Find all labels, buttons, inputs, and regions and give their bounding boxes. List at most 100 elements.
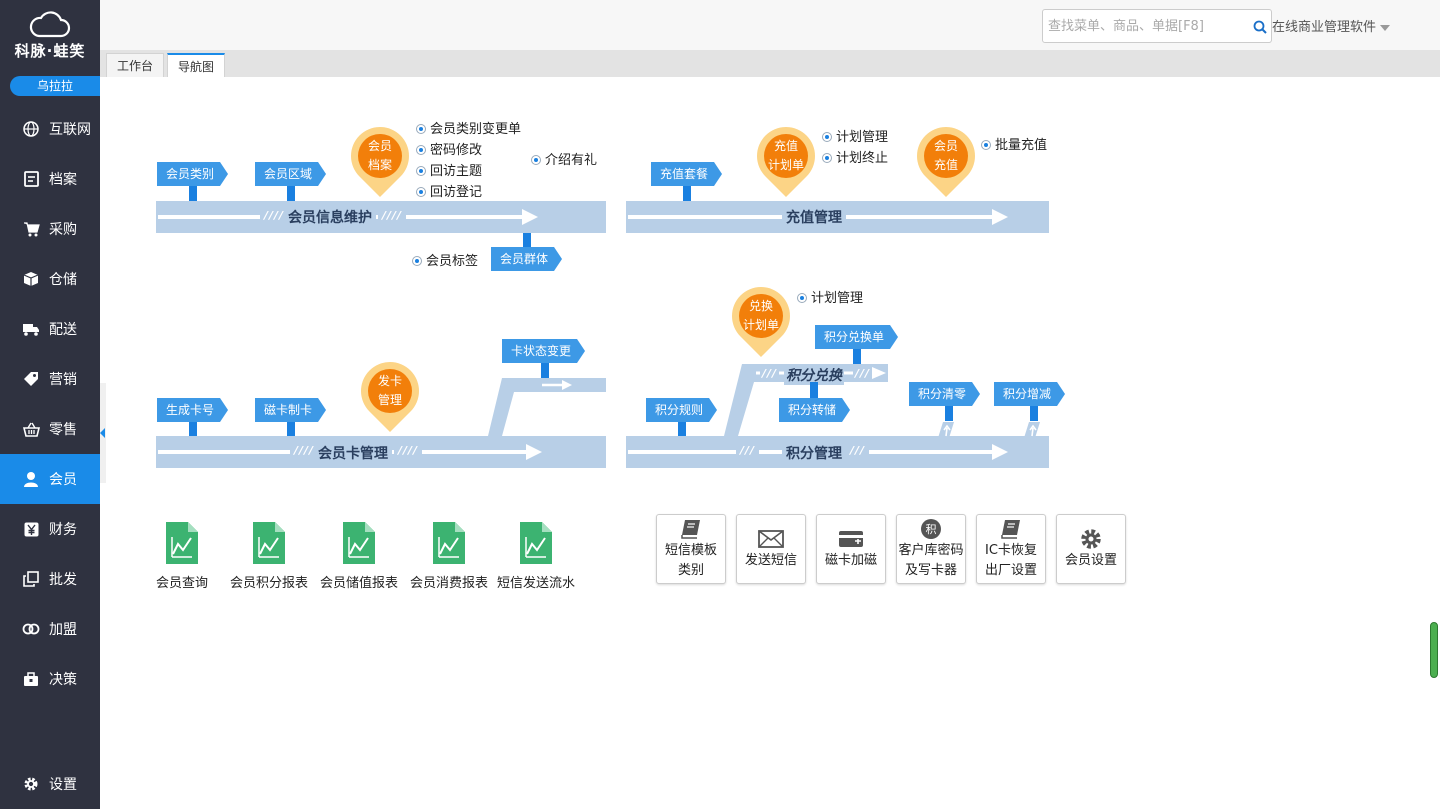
spreadsheet-chart-icon: [433, 522, 465, 564]
flow-arrowhead-icon: [526, 444, 542, 460]
points-icon: 积: [920, 517, 942, 541]
report-member-query[interactable]: 会员查询: [137, 522, 227, 591]
report-sms-log[interactable]: 短信发送流水: [491, 522, 581, 591]
gear-icon: [22, 775, 40, 793]
option-exchange-plan-management[interactable]: 计划管理: [797, 287, 863, 306]
option-referral-gift[interactable]: 介绍有礼: [531, 149, 597, 168]
flow-title-recharge: 充值管理: [782, 207, 846, 227]
flow-dashes: ////: [394, 444, 423, 457]
search-icon[interactable]: [1253, 20, 1267, 34]
option-batch-recharge[interactable]: 批量充值: [981, 134, 1047, 153]
sidebar-item-label: 互联网: [49, 122, 91, 138]
box-icon: [22, 270, 40, 288]
pin-exchange-plan[interactable]: 兑换 计划单: [719, 274, 803, 358]
flow-title-points: 积分管理: [782, 443, 846, 463]
brand-menu[interactable]: 在线商业管理软件: [1272, 16, 1391, 35]
tab-workbench[interactable]: 工作台: [106, 53, 165, 77]
sidebar-collapse-handle[interactable]: [100, 383, 106, 483]
report-label: 会员积分报表: [229, 576, 308, 591]
sidebar-item-label: 批发: [49, 572, 77, 588]
report-member-consumption[interactable]: 会员消费报表: [404, 522, 494, 591]
pin-label: 会员 充值: [924, 134, 968, 178]
tag-points-rules[interactable]: 积分规则: [646, 398, 717, 422]
tag-recharge-package[interactable]: 充值套餐: [651, 162, 722, 186]
option-member-tags[interactable]: 会员标签: [412, 250, 478, 269]
radio-dot-icon: [416, 124, 426, 134]
option-plan-termination[interactable]: 计划终止: [822, 147, 888, 166]
sidebar-item-settings[interactable]: 设置: [0, 759, 100, 809]
search-box: [1042, 9, 1272, 43]
vertical-scrollbar[interactable]: [1430, 622, 1438, 678]
sidebar-item-marketing[interactable]: 营销: [0, 354, 100, 404]
tile-ic-card-factory-reset[interactable]: IC卡恢复 出厂设置: [976, 514, 1046, 584]
flow-connector: [189, 421, 197, 436]
option-password-change[interactable]: 密码修改: [416, 139, 482, 158]
option-member-category-change[interactable]: 会员类别变更单: [416, 118, 521, 137]
pin-card-issue[interactable]: 发卡 管理: [348, 349, 432, 433]
sidebar-item-label: 加盟: [49, 622, 77, 638]
option-visit-record[interactable]: 回访登记: [416, 181, 482, 200]
option-plan-management[interactable]: 计划管理: [822, 126, 888, 145]
pin-label: 兑换 计划单: [739, 294, 783, 338]
tile-member-settings[interactable]: 会员设置: [1056, 514, 1126, 584]
report-member-stored-value[interactable]: 会员储值报表: [314, 522, 404, 591]
sidebar-item-delivery[interactable]: 配送: [0, 304, 100, 354]
spreadsheet-chart-icon: [343, 522, 375, 564]
tile-sms-template-category[interactable]: 短信模板 类别: [656, 514, 726, 584]
tag-points-transfer[interactable]: 积分转储: [779, 398, 850, 422]
tab-navigation-map[interactable]: 导航图: [167, 53, 226, 77]
tag-points-adjust[interactable]: 积分增减: [994, 382, 1065, 406]
sidebar-item-label: 仓储: [49, 272, 77, 288]
pin-recharge-plan[interactable]: 充值 计划单: [744, 114, 828, 198]
tag-points-exchange-order[interactable]: 积分兑换单: [815, 325, 898, 349]
flow-dashes: ///: [736, 444, 760, 457]
top-bar: 在线商业管理软件: [100, 0, 1440, 50]
flow-dashes: ///: [760, 367, 780, 380]
sidebar-item-retail[interactable]: 零售: [0, 404, 100, 454]
sidebar-item-finance[interactable]: 财务: [0, 504, 100, 554]
sidebar-item-internet[interactable]: 互联网: [0, 104, 100, 154]
basket-icon: [22, 420, 40, 438]
tile-magnetic-card-encode[interactable]: 磁卡加磁: [816, 514, 886, 584]
tile-customer-db-password[interactable]: 积 客户库密码 及写卡器: [896, 514, 966, 584]
gear-icon: [1079, 527, 1103, 551]
tile-send-sms[interactable]: 发送短信: [736, 514, 806, 584]
flow-arrowhead-icon: [992, 444, 1008, 460]
flow-arrowhead-icon: [522, 209, 538, 225]
app-logo[interactable]: 科脉·蛙笑: [0, 10, 100, 61]
radio-dot-icon: [416, 166, 426, 176]
pin-label: 充值 计划单: [764, 134, 808, 178]
tile-label: IC卡恢复 出厂设置: [984, 543, 1037, 578]
report-member-points[interactable]: 会员积分报表: [224, 522, 314, 591]
pin-member-recharge[interactable]: 会员 充值: [904, 114, 988, 198]
user-icon: [22, 470, 40, 488]
tag-member-group[interactable]: 会员群体: [491, 247, 562, 271]
tag-card-status-change[interactable]: 卡状态变更: [502, 339, 585, 363]
sidebar-item-wholesale[interactable]: 批发: [0, 554, 100, 604]
tag-member-category[interactable]: 会员类别: [157, 162, 228, 186]
tag-points-clear[interactable]: 积分清零: [909, 382, 980, 406]
option-visit-topic[interactable]: 回访主题: [416, 160, 482, 179]
search-input[interactable]: [1043, 10, 1243, 42]
flow-title-member-info: 会员信息维护: [284, 207, 376, 227]
link-icon: [22, 620, 40, 638]
radio-dot-icon: [412, 256, 422, 266]
tag-magnetic-card-make[interactable]: 磁卡制卡: [255, 398, 326, 422]
pin-label: 会员 档案: [358, 134, 402, 178]
tile-label: 客户库密码 及写卡器: [898, 543, 964, 578]
sidebar-item-decision[interactable]: 决策: [0, 654, 100, 704]
sidebar-item-franchise[interactable]: 加盟: [0, 604, 100, 654]
tag-generate-card-number[interactable]: 生成卡号: [157, 398, 228, 422]
tag-member-region[interactable]: 会员区域: [255, 162, 326, 186]
radio-dot-icon: [797, 293, 807, 303]
flow-title-card: 会员卡管理: [314, 443, 392, 463]
current-user[interactable]: 乌拉拉: [10, 76, 100, 96]
sidebar-item-member[interactable]: 会员: [0, 454, 100, 504]
pin-member-profile[interactable]: 会员 档案: [338, 114, 422, 198]
option-label: 会员标签: [426, 254, 479, 269]
sidebar-item-warehouse[interactable]: 仓储: [0, 254, 100, 304]
sidebar-item-purchase[interactable]: 采购: [0, 204, 100, 254]
option-label: 回访主题: [430, 164, 483, 179]
radio-dot-icon: [822, 153, 832, 163]
sidebar-item-archive[interactable]: 档案: [0, 154, 100, 204]
